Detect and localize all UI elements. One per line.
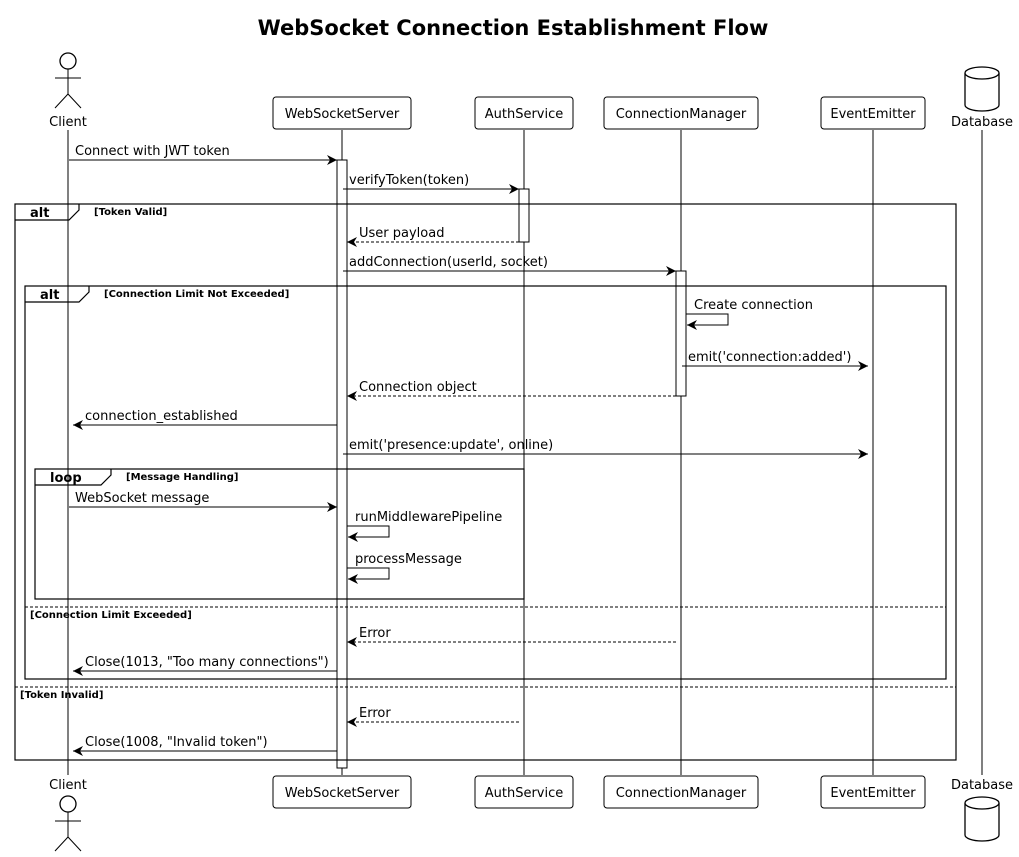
message-15: Error (347, 706, 519, 727)
participant-box (820, 96, 926, 130)
participant-auth-top: AuthService (474, 96, 574, 130)
self-message-arrow (347, 567, 390, 584)
message-14: Close(1013, "Too many connections") (73, 655, 337, 676)
message-label: addConnection(userId, socket) (349, 255, 548, 270)
message-label: Create connection (694, 298, 813, 313)
message-label: verifyToken(token) (349, 173, 469, 188)
participant-cm-bottom: ConnectionManager (603, 775, 759, 809)
database-top (964, 66, 1000, 80)
message-4: addConnection(userId, socket) (343, 255, 676, 276)
message-7: Connection object (347, 380, 676, 401)
participant-auth-bottom: AuthService (474, 775, 574, 809)
message-9: emit('presence:update', online) (343, 438, 868, 459)
participant-ee-bottom: EventEmitter (820, 775, 926, 809)
message-11: runMiddlewarePipeline (347, 510, 502, 542)
message-label: Error (359, 626, 391, 641)
fragment-operator: loop (50, 471, 82, 486)
participant-box (272, 775, 412, 809)
participant-ws-top: WebSocketServer (272, 96, 412, 130)
message-label: WebSocket message (75, 491, 209, 506)
participant-label: EventEmitter (830, 107, 916, 122)
activation-bar-cm (675, 270, 687, 397)
message-2: verifyToken(token) (343, 173, 519, 194)
message-16: Close(1008, "Invalid token") (73, 735, 337, 756)
participant-label: EventEmitter (830, 786, 916, 801)
message-label: Connect with JWT token (75, 144, 230, 159)
activation-bar-auth (518, 188, 530, 243)
participant-label: Client (49, 115, 87, 130)
fragment-else-condition: [Connection Limit Exceeded] (30, 610, 192, 621)
message-label: Error (359, 706, 391, 721)
participant-label: WebSocketServer (285, 786, 400, 801)
message-label: User payload (359, 226, 444, 241)
fragment-operator: alt (30, 206, 49, 221)
participant-db-top: Database (951, 66, 1013, 130)
participant-label: WebSocketServer (285, 107, 400, 122)
participant-box (603, 775, 759, 809)
participant-ee-top: EventEmitter (820, 96, 926, 130)
message-1: Connect with JWT token (69, 144, 337, 165)
fragment-else-condition: [Token Invalid] (20, 690, 103, 701)
participant-box (474, 96, 574, 130)
participant-client-top: Client (49, 52, 87, 130)
participant-label: Database (951, 115, 1013, 130)
message-label: Close(1008, "Invalid token") (85, 735, 268, 750)
message-8: connection_established (73, 409, 337, 430)
message-6: emit('connection:added') (682, 350, 868, 371)
message-label: emit('connection:added') (688, 350, 851, 365)
message-label: emit('presence:update', online) (349, 438, 553, 453)
fragment-loop: loop [Message Handling] (34, 468, 525, 600)
message-3: User payload (347, 226, 519, 247)
fragment-alt: alt [Connection Limit Not Exceeded] [Conne… (24, 285, 947, 680)
message-5: Create connection (686, 298, 813, 330)
participant-label: Database (951, 778, 1013, 793)
participant-box (603, 96, 759, 130)
participant-ws-bottom: WebSocketServer (272, 775, 412, 809)
fragment-operator: alt (40, 288, 59, 303)
message-label: Close(1013, "Too many connections") (85, 655, 329, 670)
participant-box (272, 96, 412, 130)
fragment-condition: [Message Handling] (126, 472, 238, 483)
database-body (964, 73, 1000, 112)
message-label: connection_established (85, 409, 238, 424)
fragment-condition: [Token Valid] (94, 207, 167, 218)
participant-client-bottom: Client (49, 778, 87, 852)
participant-box (820, 775, 926, 809)
participant-db-bottom: Database (951, 778, 1013, 842)
participant-cm-top: ConnectionManager (603, 96, 759, 130)
diagram-title: WebSocket Connection Establishment Flow (258, 16, 769, 40)
message-13: Error (347, 626, 676, 647)
message-10: WebSocket message (69, 491, 337, 512)
message-12: processMessage (347, 552, 462, 584)
participant-label: AuthService (485, 786, 564, 801)
participant-label: ConnectionManager (616, 786, 747, 801)
database-body (964, 803, 1000, 842)
activation-bar-ws (336, 159, 348, 769)
message-label: runMiddlewarePipeline (355, 510, 502, 525)
participant-label: AuthService (485, 107, 564, 122)
database-top (964, 796, 1000, 810)
fragment-condition: [Connection Limit Not Exceeded] (104, 289, 289, 300)
actor-head (59, 52, 77, 70)
participant-label: ConnectionManager (616, 107, 747, 122)
fragment-alt: alt [Token Valid] [Token Invalid] (14, 203, 957, 761)
message-label: Connection object (359, 380, 477, 395)
participant-box (474, 775, 574, 809)
actor-head (59, 795, 77, 813)
participant-label: Client (49, 778, 87, 793)
self-message-arrow (347, 525, 390, 542)
self-message-arrow (686, 313, 729, 330)
message-label: processMessage (355, 552, 462, 567)
